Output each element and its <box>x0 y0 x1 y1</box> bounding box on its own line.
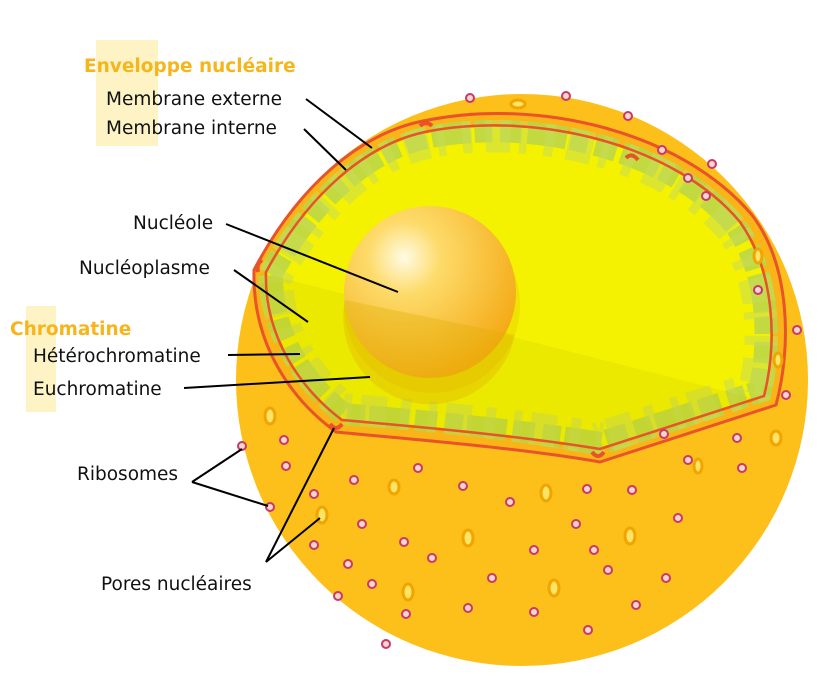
leader-nucleolus <box>225 223 399 293</box>
leader-euchromatin <box>183 376 371 389</box>
inner-membrane-line <box>264 124 773 451</box>
group-label-chromatin: Chromatine <box>10 319 131 340</box>
group-label-envelope: Enveloppe nucléaire <box>84 56 296 77</box>
label-ribosomes: Ribosomes <box>77 464 178 485</box>
leader-ribosome-b <box>191 481 269 507</box>
leader-inner-membrane <box>303 128 347 171</box>
nuclear-pore <box>624 153 640 162</box>
nuclear-pore <box>590 450 606 458</box>
envelope-label-highlight <box>96 40 158 146</box>
nuclear-pore <box>328 422 344 430</box>
leader-pore-a <box>265 427 335 563</box>
label-nucleolus: Nucléole <box>133 213 213 234</box>
label-nucleoplasm: Nucléoplasme <box>79 258 210 279</box>
leader-heterochromatin <box>227 353 301 356</box>
label-inner-membrane: Membrane interne <box>106 118 277 139</box>
nucleolus <box>344 206 516 378</box>
nuclear-pore <box>255 258 264 273</box>
pore-ovals <box>263 98 784 602</box>
leader-ribosome-a <box>191 448 243 483</box>
leader-nucleoplasm <box>233 269 309 323</box>
leader-pore-b <box>265 517 321 563</box>
label-euchromatin: Euchromatine <box>33 379 162 400</box>
nuclear-pore <box>418 121 434 128</box>
nucleolus-cut-shade <box>343 300 515 405</box>
label-heterochromatin: Hétérochromatine <box>33 346 201 367</box>
label-nuclear-pores: Pores nucléaires <box>101 574 252 595</box>
chromatin-label-highlight <box>26 306 56 412</box>
label-outer-membrane: Membrane externe <box>106 89 282 110</box>
ribosome-dots <box>237 91 802 649</box>
leader-outer-membrane <box>305 98 373 149</box>
